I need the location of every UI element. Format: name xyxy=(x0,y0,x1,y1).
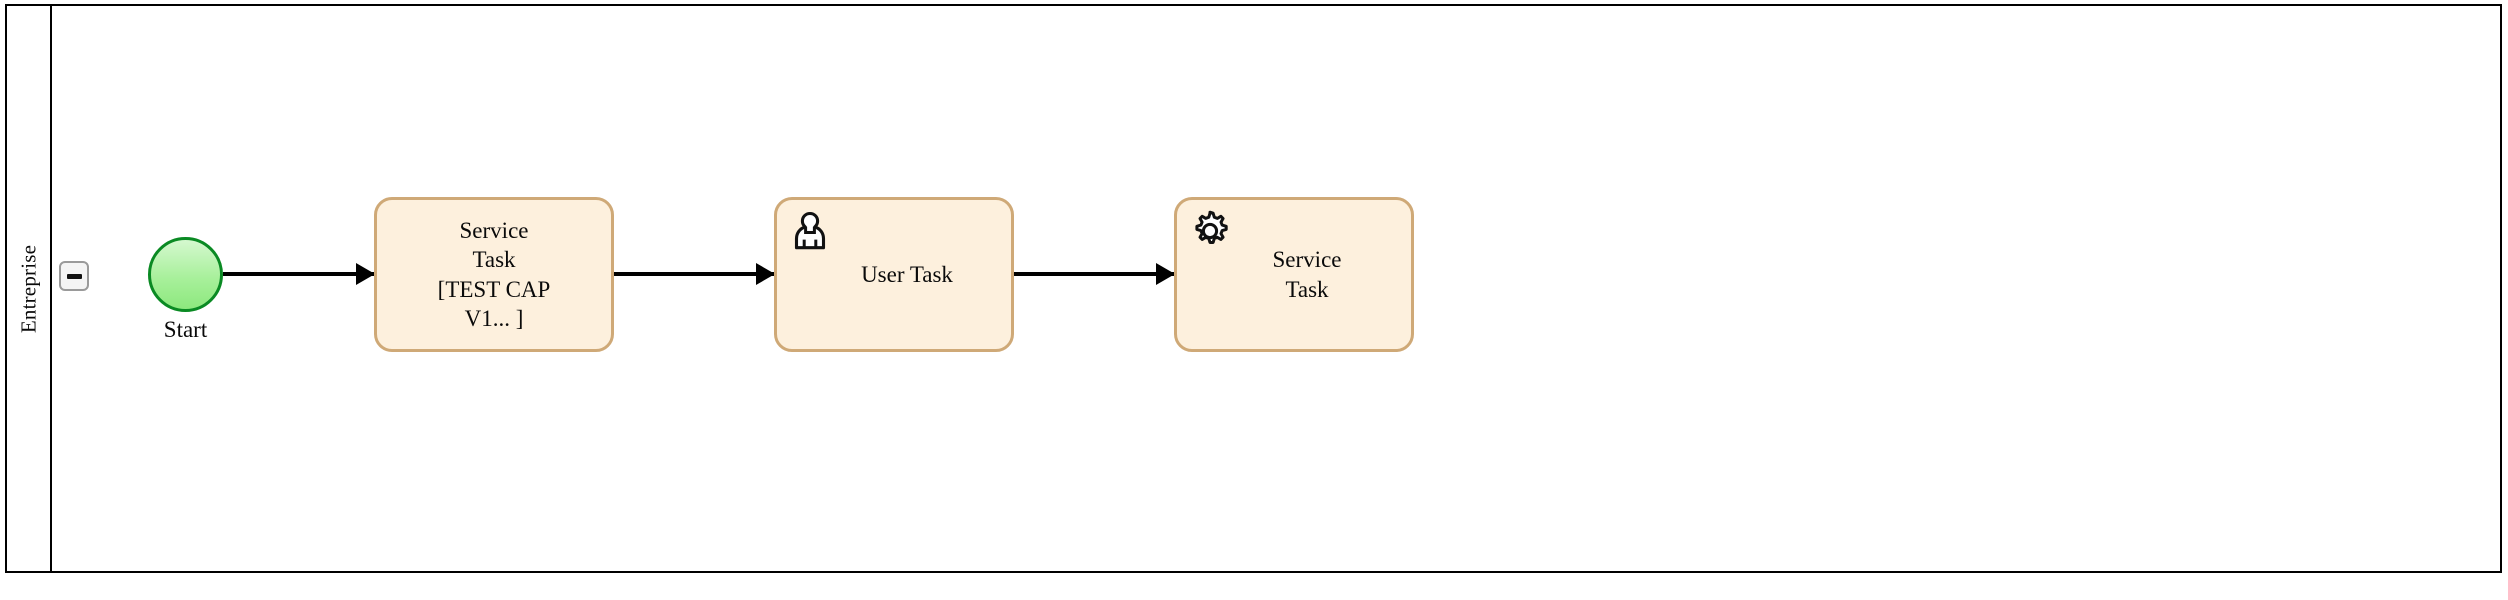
task-label: Service Task xyxy=(1272,247,1342,302)
task-service-task-test-cap[interactable]: Service Task [TEST CAP V1... ] xyxy=(374,197,614,352)
start-event-label: Start xyxy=(163,317,208,342)
sequence-flow-start-to-service-task[interactable] xyxy=(223,263,375,285)
start-event-circle xyxy=(148,237,223,312)
gear-icon xyxy=(1188,209,1232,253)
task-label: Service Task [TEST CAP V1... ] xyxy=(437,218,551,331)
sequence-flow-user-task-to-service-task[interactable] xyxy=(1014,263,1175,285)
minus-icon xyxy=(66,273,82,279)
arrow-head-icon xyxy=(356,263,375,285)
pool-name-label: Entreprise xyxy=(16,244,40,333)
arrow-head-icon xyxy=(1156,263,1175,285)
user-icon xyxy=(788,209,832,253)
pool-entreprise[interactable]: Entreprise xyxy=(5,4,2502,573)
collapse-lane-button[interactable] xyxy=(59,261,89,291)
arrow-head-icon xyxy=(756,263,775,285)
task-user-task[interactable]: User Task xyxy=(774,197,1014,352)
task-label: User Task xyxy=(861,261,953,287)
sequence-flow-service-task-to-user-task[interactable] xyxy=(614,263,775,285)
start-event[interactable]: Start xyxy=(148,237,223,342)
pool-header[interactable]: Entreprise xyxy=(7,6,52,571)
task-service-task[interactable]: Service Task xyxy=(1174,197,1414,352)
